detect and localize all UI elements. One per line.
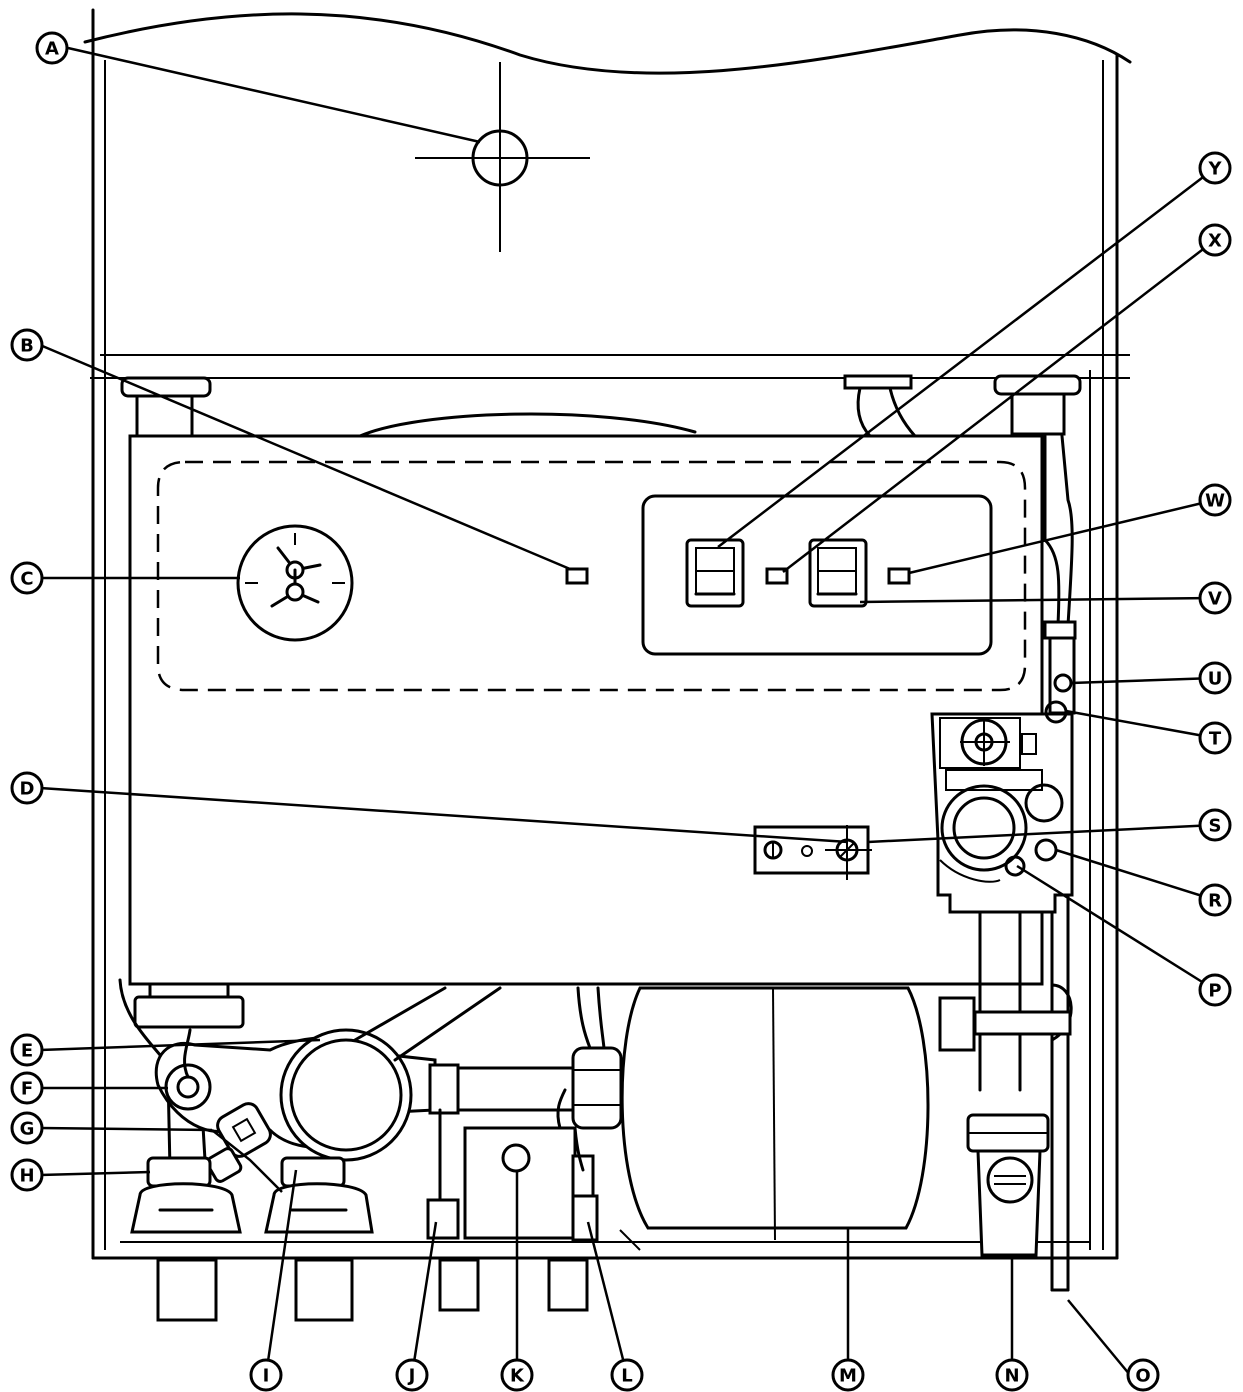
label-O: O [1126,1358,1160,1392]
label-F: F [10,1071,44,1105]
svg-text:A: A [45,39,59,60]
label-W: W [1198,483,1232,517]
safety-valve [205,1102,272,1183]
label-A: A [35,31,69,65]
diverter-valve [426,986,606,1312]
label-B: B [10,328,44,362]
svg-text:I: I [263,1366,270,1387]
label-T: T [1198,721,1232,755]
svg-text:Y: Y [1207,159,1222,180]
label-I: I [249,1358,283,1392]
svg-text:P: P [1208,981,1221,1002]
label-E: E [10,1033,44,1067]
svg-text:D: D [20,779,35,800]
svg-text:V: V [1208,589,1222,610]
isolating-valve-left [130,1156,242,1322]
svg-text:N: N [1004,1366,1019,1387]
leader-lines [39,46,1216,1376]
svg-text:M: M [839,1366,857,1387]
svg-text:W: W [1205,491,1225,512]
svg-text:E: E [21,1041,33,1062]
label-Y: Y [1198,151,1232,185]
label-K: K [500,1358,534,1392]
label-P: P [1198,973,1232,1007]
svg-text:R: R [1208,891,1222,912]
label-R: R [1198,883,1232,917]
svg-text:L: L [621,1366,632,1387]
svg-text:G: G [20,1119,35,1140]
label-G: G [10,1111,44,1145]
top-connections [120,374,1082,438]
svg-text:C: C [20,569,33,590]
thermostat-block [753,825,872,880]
label-V: V [1198,581,1232,615]
label-J: J [395,1358,429,1392]
svg-text:B: B [20,336,34,357]
svg-text:K: K [510,1366,525,1387]
boiler-casing [91,8,1119,1260]
svg-text:O: O [1135,1366,1150,1387]
upper-cover-panel [83,12,1132,379]
switch-y[interactable] [685,538,745,608]
cold-water-inlet [966,1113,1050,1257]
flue-outlet [415,62,590,252]
switch-v[interactable] [808,538,868,608]
label-X: X [1198,223,1232,257]
svg-text:T: T [1209,729,1222,750]
right-pipework [1043,434,1077,715]
label-M: M [831,1358,865,1392]
gas-supply-pipes [938,893,1073,1292]
svg-text:X: X [1208,231,1222,252]
control-fascia-outline [156,460,1027,692]
pressure-gauge [236,524,354,642]
svg-text:S: S [1209,816,1222,837]
indicator-lamp-x [765,567,789,585]
label-N: N [995,1358,1029,1392]
label-U: U [1198,661,1232,695]
drain-valve [164,1028,212,1111]
indicator-lamp-b [565,567,589,585]
label-L: L [610,1358,644,1392]
svg-text:U: U [1208,669,1223,690]
svg-text:H: H [19,1166,34,1187]
svg-text:F: F [21,1079,33,1100]
label-D: D [10,771,44,805]
indicator-lamp-w [887,567,911,585]
svg-text:J: J [407,1366,416,1387]
label-C: C [10,561,44,595]
isolating-valve-right [264,1156,374,1322]
label-S: S [1198,808,1232,842]
left-connections [118,978,245,1172]
label-H: H [10,1158,44,1192]
expansion-vessel [619,986,930,1251]
gas-valve [930,700,1074,914]
